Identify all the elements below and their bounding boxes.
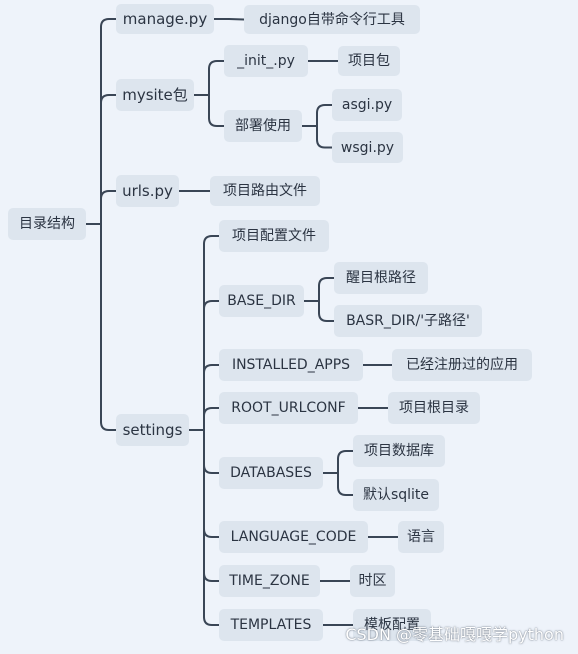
mindmap-node-zh[interactable]: 时区: [350, 565, 395, 597]
mindmap-node-installed-apps[interactable]: INSTALLED_APPS: [219, 349, 363, 381]
connector-c3-link-1: [203, 300, 220, 310]
connector-c3_1-link-1: [318, 312, 335, 322]
mindmap-node-zh[interactable]: 已经注册过的应用: [392, 349, 532, 381]
connector-c3-link-3: [203, 407, 220, 417]
mindmap-node-zh[interactable]: 项目根目录: [388, 392, 480, 424]
mindmap-node-zh[interactable]: 部署使用: [224, 110, 302, 142]
connector-c0-link-0: [228, 18, 245, 21]
mindmap-node-zh[interactable]: 项目路由文件: [210, 176, 320, 206]
mindmap-node-language-code[interactable]: LANGUAGE_CODE: [219, 521, 368, 553]
connector-root-link-0: [100, 18, 117, 28]
connector-c3-link-4: [203, 464, 220, 474]
mindmap-node-zh[interactable]: 项目数据库: [353, 435, 445, 467]
mindmap-node-basr-dir[interactable]: BASR_DIR/'子路径': [334, 305, 482, 337]
csdn-watermark: CSDN @零基础嘎嘎学python: [345, 625, 564, 644]
mindmap-node-zh[interactable]: 醒目根路径: [334, 262, 428, 294]
connector-root-link-1: [100, 94, 117, 104]
mindmap-node-manage-py[interactable]: manage.py: [116, 4, 214, 34]
mindmap-node-zh[interactable]: 项目配置文件: [219, 220, 329, 252]
mindmap-node-sqlite[interactable]: 默认sqlite: [353, 479, 439, 511]
mindmap-node-root-urlconf[interactable]: ROOT_URLCONF: [219, 392, 358, 424]
mindmap-node-time-zone[interactable]: TIME_ZONE: [219, 565, 320, 597]
connector-c3-link-5: [203, 528, 220, 538]
connector-c1_1-link-1: [316, 138, 333, 149]
connector-root-link-3: [100, 421, 117, 431]
connector-c1_1-link-0: [316, 104, 333, 114]
connector-c3_4-link-0: [337, 450, 354, 460]
connector-c3_4-link-1: [337, 486, 354, 496]
connector-c3-link-0: [203, 235, 220, 245]
connector-c3-link-6: [203, 572, 220, 582]
mindmap-node-asgi-py[interactable]: asgi.py: [332, 89, 402, 121]
connector-c3_1-link-0: [318, 277, 335, 287]
mindmap-node-django[interactable]: django自带命令行工具: [244, 5, 420, 34]
connector-c1-link-1: [208, 117, 225, 127]
mindmap-node-templates[interactable]: TEMPLATES: [219, 609, 323, 641]
mindmap-node-databases[interactable]: DATABASES: [219, 457, 323, 489]
connector-c3-link-7: [203, 616, 220, 626]
connector-c3-link-2: [203, 364, 220, 374]
mindmap-node-zh[interactable]: 目录结构: [8, 208, 86, 240]
mindmap-node-zh[interactable]: 项目包: [338, 46, 400, 76]
mindmap-node-zh[interactable]: 语言: [398, 521, 444, 553]
mindmap-node-zh[interactable]: 模板配置: [353, 609, 431, 641]
mindmap-node-init-py[interactable]: _init_.py: [224, 45, 308, 77]
mindmap-node-mysite[interactable]: mysite包: [116, 79, 194, 111]
mindmap-node-urls-py[interactable]: urls.py: [116, 175, 179, 207]
connector-c1-link-0: [208, 60, 225, 70]
mindmap-node-wsgi-py[interactable]: wsgi.py: [332, 132, 403, 163]
connector-root-link-2: [100, 190, 117, 200]
mindmap-node-base-dir[interactable]: BASE_DIR: [219, 285, 304, 317]
mindmap-node-settings[interactable]: settings: [116, 414, 189, 446]
